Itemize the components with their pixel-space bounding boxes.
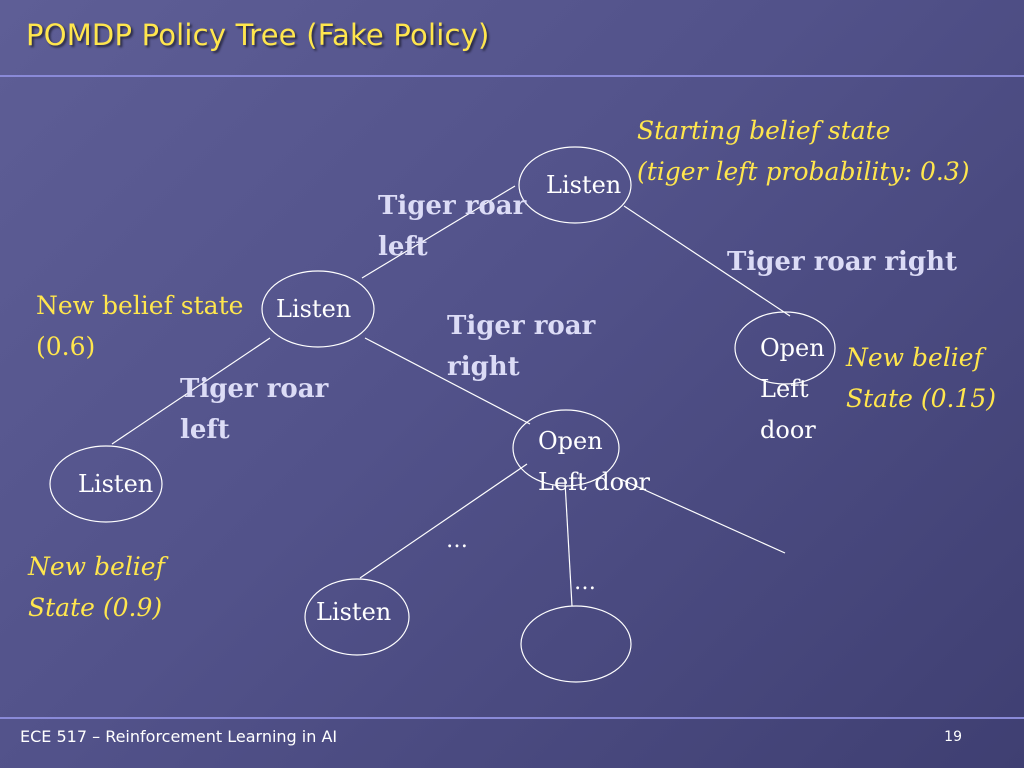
- edge-root-left-line-1: Tiger roar: [378, 191, 527, 221]
- edge-left-left-line-1: Tiger roar: [180, 374, 329, 404]
- belief-right: New belief State (0.15): [846, 337, 996, 419]
- node-lr-left-label: Listen: [316, 598, 392, 626]
- node-lr-left: [304, 578, 410, 656]
- node-left-right-label: Open Left door: [538, 421, 650, 503]
- belief-left-left-line-2: State (0.9): [28, 593, 163, 622]
- belief-right-line-2: State (0.15): [846, 384, 997, 413]
- node-right: [734, 311, 836, 385]
- node-left-left: [49, 445, 163, 523]
- edge-left-leftright: [364, 337, 531, 425]
- node-lr-mid: [520, 605, 632, 683]
- edge-root-right-label: Tiger roar right: [727, 247, 958, 277]
- node-left: [261, 270, 375, 348]
- belief-left: New belief state (0.6): [36, 285, 243, 367]
- belief-left-left: New belief State (0.9): [28, 546, 165, 628]
- footer-course-title: ECE 517 – Reinforcement Learning in AI: [20, 727, 338, 746]
- edge-lr-right: [617, 477, 786, 554]
- node-left-label: Listen: [276, 295, 352, 323]
- node-right-line-3: door: [760, 416, 816, 444]
- edge-left-leftleft: [111, 337, 271, 445]
- edge-lr-lrmid: [564, 481, 573, 607]
- belief-right-line-1: New belief: [846, 343, 983, 372]
- ellipsis-1: …: [446, 528, 468, 553]
- edge-left-left-line-2: left: [180, 415, 230, 445]
- node-root-label: Listen: [546, 171, 622, 199]
- edge-left-right-label: Tiger roar right: [447, 306, 595, 388]
- edge-left-left-label: Tiger roar left: [180, 369, 328, 451]
- node-left-right: [512, 409, 620, 487]
- edge-root-left-label: Tiger roar left: [378, 186, 526, 268]
- belief-left-line-2: (0.6): [36, 332, 96, 361]
- node-left-left-label: Listen: [78, 470, 154, 498]
- node-right-line-2: Left: [760, 375, 809, 403]
- belief-start-line-1: Starting belief state: [637, 116, 891, 145]
- ellipsis-2: …: [574, 570, 596, 595]
- page-number: 19: [944, 729, 962, 745]
- slide-title: POMDP Policy Tree (Fake Policy): [26, 18, 490, 52]
- title-divider: [0, 75, 1024, 77]
- node-root: [518, 146, 632, 224]
- edge-root-left-line-2: left: [378, 232, 428, 262]
- edge-left-right-line-1: Tiger roar: [447, 311, 596, 341]
- node-left-right-line-2: Left door: [538, 468, 651, 496]
- edge-lr-lrleft: [359, 463, 528, 579]
- belief-start-line-2: (tiger left probability: 0.3): [637, 157, 970, 186]
- node-left-right-line-1: Open: [538, 427, 603, 455]
- edge-root-right: [623, 205, 791, 317]
- edge-root-left: [361, 185, 516, 279]
- belief-left-left-line-1: New belief: [28, 552, 165, 581]
- belief-left-line-1: New belief state: [36, 291, 244, 320]
- belief-start: Starting belief state (tiger left probab…: [637, 110, 969, 192]
- footer-divider: [0, 717, 1024, 719]
- node-right-line-1: Open: [760, 334, 825, 362]
- node-right-label: Open Left door: [760, 328, 825, 451]
- edge-left-right-line-2: right: [447, 352, 520, 382]
